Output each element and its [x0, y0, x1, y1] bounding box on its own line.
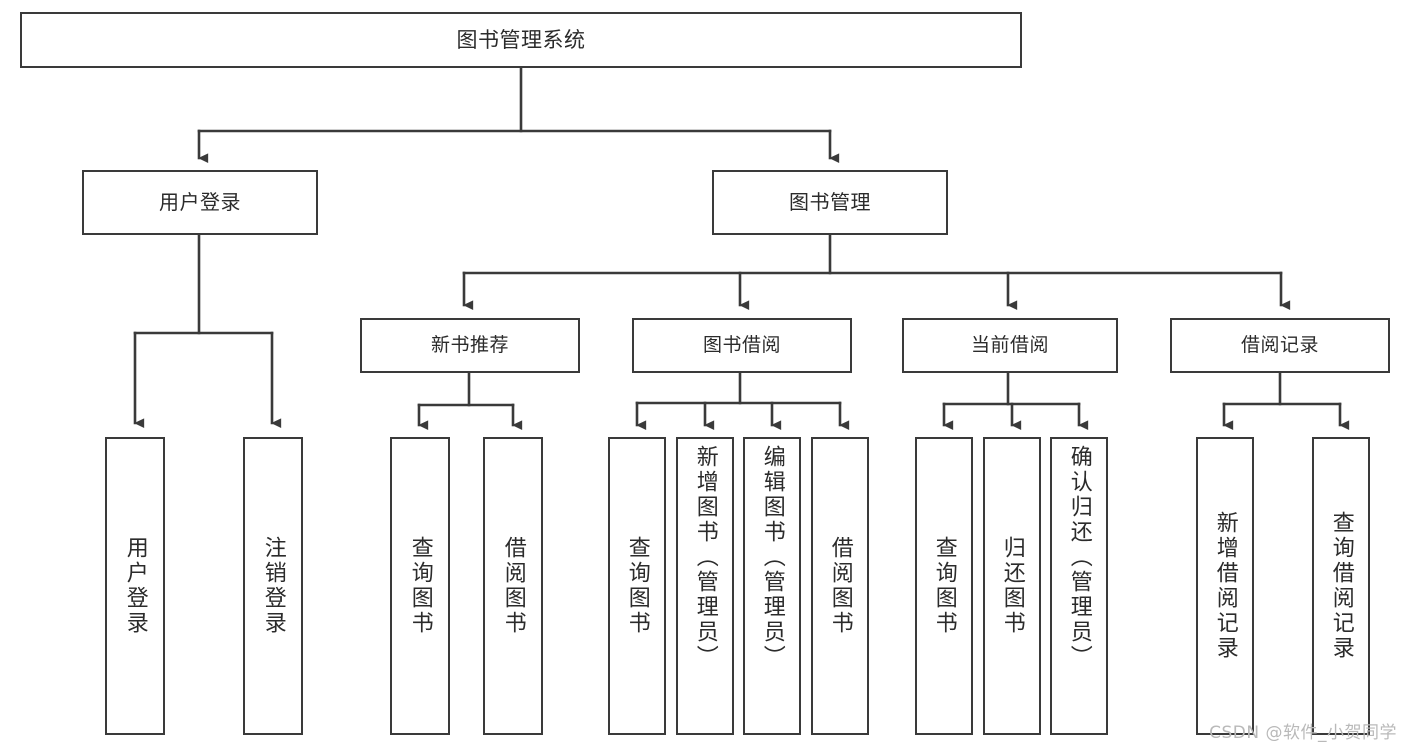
leaf-label: 查询图书	[931, 536, 957, 636]
leaf-label: 确认归还（管理员）	[1066, 445, 1092, 670]
node-label: 图书管理	[789, 189, 871, 214]
leaf-new-book-query-book[interactable]: 查询图书	[390, 437, 450, 735]
node-label: 借阅记录	[1240, 334, 1319, 357]
csdn-watermark: CSDN @软件_小贺同学	[1209, 723, 1397, 743]
leaf-label: 编辑图书（管理员）	[759, 445, 785, 670]
node-label: 新书推荐	[430, 334, 509, 357]
leaf-borrow-record-add-record[interactable]: 新增借阅记录	[1196, 437, 1254, 735]
node-book-management[interactable]: 图书管理	[712, 170, 948, 235]
node-new-book-recommend[interactable]: 新书推荐	[360, 318, 580, 373]
node-label: 图书管理系统	[456, 27, 586, 52]
leaf-current-borrow-return-book[interactable]: 归还图书	[983, 437, 1041, 735]
leaf-user-login-login[interactable]: 用户登录	[105, 437, 165, 735]
leaf-label: 新增图书（管理员）	[692, 445, 718, 670]
node-book-borrow[interactable]: 图书借阅	[632, 318, 852, 373]
leaf-book-borrow-add-book-admin[interactable]: 新增图书（管理员）	[676, 437, 734, 735]
leaf-book-borrow-borrow-book[interactable]: 借阅图书	[811, 437, 869, 735]
leaf-label: 查询图书	[407, 536, 433, 636]
node-label: 用户登录	[159, 189, 241, 214]
leaf-label: 查询图书	[624, 536, 650, 636]
leaf-label: 借阅图书	[500, 536, 526, 636]
leaf-label: 注销登录	[260, 536, 286, 636]
leaf-current-borrow-confirm-return-admin[interactable]: 确认归还（管理员）	[1050, 437, 1108, 735]
node-user-login[interactable]: 用户登录	[82, 170, 318, 235]
node-label: 图书借阅	[702, 334, 781, 357]
leaf-user-login-logout[interactable]: 注销登录	[243, 437, 303, 735]
node-root-book-management-system[interactable]: 图书管理系统	[20, 12, 1022, 68]
leaf-label: 查询借阅记录	[1328, 511, 1354, 661]
leaf-new-book-borrow-book[interactable]: 借阅图书	[483, 437, 543, 735]
leaf-label: 借阅图书	[827, 536, 853, 636]
node-borrow-record[interactable]: 借阅记录	[1170, 318, 1390, 373]
leaf-label: 新增借阅记录	[1212, 511, 1238, 661]
node-label: 当前借阅	[970, 334, 1049, 357]
node-current-borrow[interactable]: 当前借阅	[902, 318, 1118, 373]
leaf-label: 归还图书	[999, 536, 1025, 636]
leaf-label: 用户登录	[122, 536, 148, 636]
leaf-book-borrow-query-book[interactable]: 查询图书	[608, 437, 666, 735]
leaf-current-borrow-query-book[interactable]: 查询图书	[915, 437, 973, 735]
leaf-borrow-record-query-record[interactable]: 查询借阅记录	[1312, 437, 1370, 735]
leaf-book-borrow-edit-book-admin[interactable]: 编辑图书（管理员）	[743, 437, 801, 735]
